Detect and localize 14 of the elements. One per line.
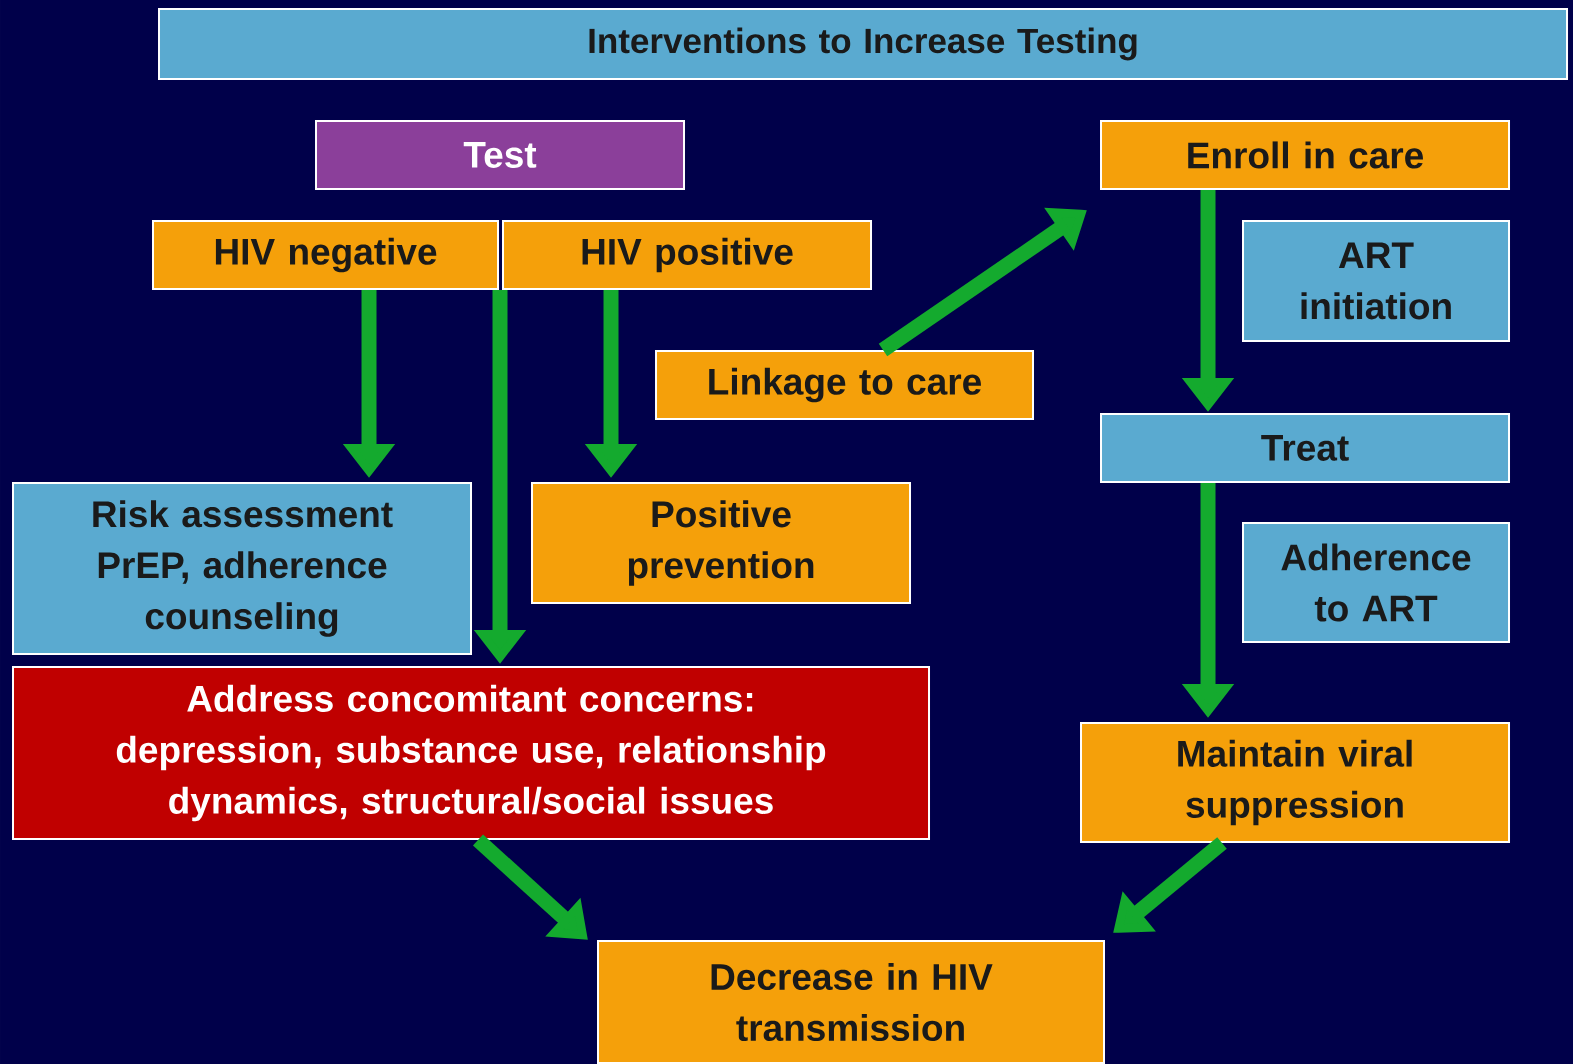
process-box: Test xyxy=(315,120,685,190)
process-box: Linkage to care xyxy=(655,350,1034,420)
process-box: Enroll in care xyxy=(1100,120,1510,190)
process-box: Positive prevention xyxy=(531,482,911,604)
title-banner: Interventions to Increase Testing xyxy=(158,8,1568,80)
process-box: Address concomitant concerns: depression, substance use, relationship dynamics, structural/social issues xyxy=(12,666,930,840)
process-box: ART initiation xyxy=(1242,220,1510,342)
process-box: HIV negative xyxy=(152,220,499,290)
process-box: Decrease in HIV transmission xyxy=(597,940,1105,1064)
process-box: HIV positive xyxy=(502,220,872,290)
process-box: Maintain viral suppression xyxy=(1080,722,1510,843)
process-box: Risk assessment PrEP, adherence counseling xyxy=(12,482,472,655)
process-box: Adherence to ART xyxy=(1242,522,1510,643)
process-box: Treat xyxy=(1100,413,1510,483)
